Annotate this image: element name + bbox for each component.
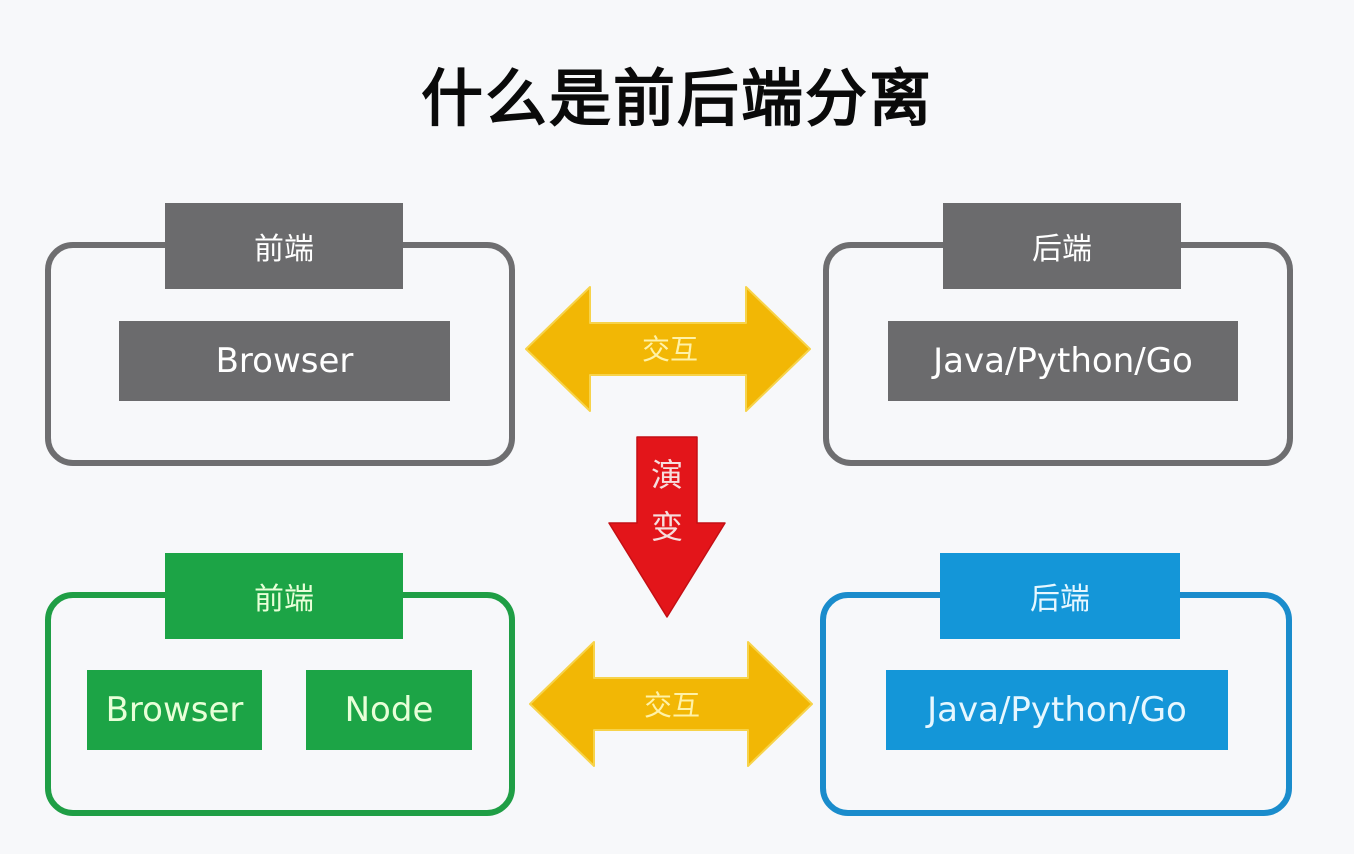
before-frontend-tag: 前端 <box>165 203 403 289</box>
evolution-label-line1: 演 <box>650 456 683 494</box>
after-interaction-label: 交互 <box>643 689 700 722</box>
before-interaction-label: 交互 <box>641 333 698 366</box>
before-interaction-double-arrow <box>525 286 811 412</box>
after-frontend-browser-box: Browser <box>87 670 262 750</box>
evolution-label-line2: 变 <box>650 508 683 546</box>
before-backend-lang-box: Java/Python/Go <box>888 321 1238 401</box>
page-title: 什么是前后端分离 <box>420 62 933 135</box>
after-frontend-node-box: Node <box>306 670 472 750</box>
after-interaction-double-arrow <box>529 641 813 767</box>
before-frontend-browser-box: Browser <box>119 321 450 401</box>
after-frontend-tag: 前端 <box>165 553 403 639</box>
before-backend-tag: 后端 <box>943 203 1181 289</box>
evolution-down-arrow <box>608 436 726 618</box>
after-backend-tag: 后端 <box>940 553 1180 639</box>
after-backend-lang-box: Java/Python/Go <box>886 670 1228 750</box>
